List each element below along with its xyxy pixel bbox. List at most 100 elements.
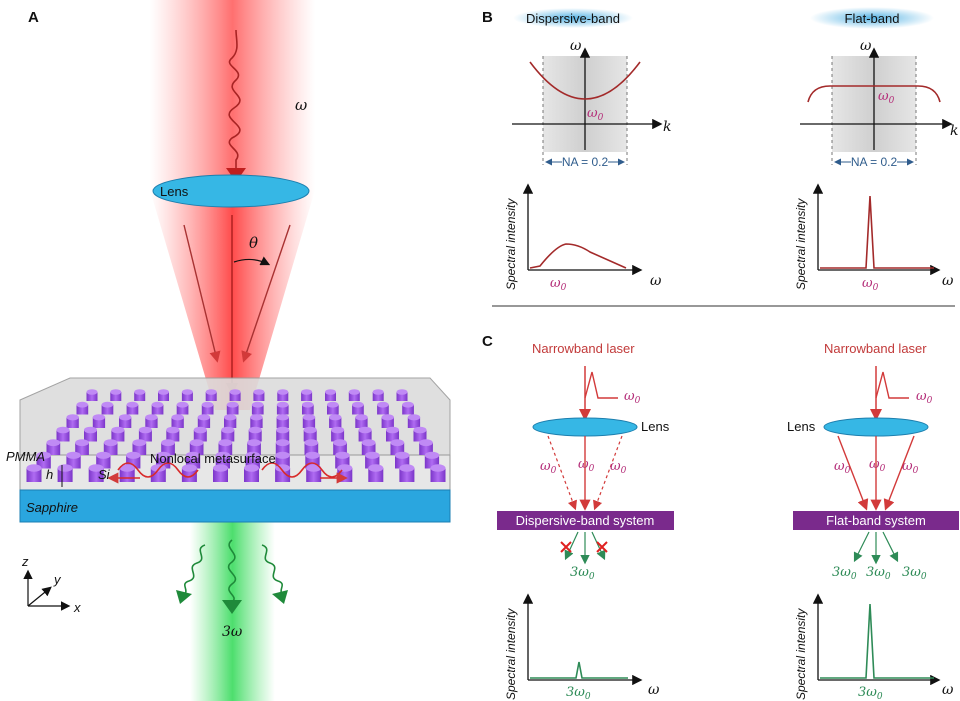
pillar-array (26, 389, 446, 482)
si-pillar (355, 417, 368, 428)
si-pillar (381, 417, 394, 428)
panel-c: C Narrowband laser ω0 Lens ω0 ω0 ω0 Disp… (482, 333, 959, 701)
si-pillar-top (365, 451, 380, 459)
si-pillar-top (399, 464, 415, 472)
si-pillar-top (193, 426, 207, 434)
spectrum-c-left-3omega0: 3ω0 (566, 685, 591, 701)
si-pillar (399, 468, 415, 482)
si-pillar-top (138, 426, 152, 434)
si-pillar-top (247, 439, 261, 447)
si-label: Si (98, 467, 111, 482)
lens-c-left (532, 417, 638, 437)
pmma-label: PMMA (6, 449, 45, 464)
si-pillar-top (189, 439, 204, 447)
si-pillar-top (132, 439, 147, 447)
si-pillar-top (386, 426, 399, 434)
si-pillar (171, 417, 184, 428)
lens-c-left-label: Lens (641, 419, 670, 434)
si-pillar-top (205, 389, 217, 395)
si-pillar (419, 442, 433, 455)
si-pillar (56, 430, 70, 442)
lens-c-right-label: Lens (787, 419, 816, 434)
out-c-right-r (882, 531, 899, 563)
si-pillar-top (303, 426, 317, 434)
si-pillar-top (419, 439, 433, 447)
si-pillar-top (66, 451, 81, 459)
si-pillar (84, 430, 97, 442)
si-pillar-top (229, 389, 241, 395)
si-pillar-top (92, 414, 106, 421)
si-pillar-top (221, 426, 235, 434)
si-pillar-top (304, 439, 319, 447)
si-pillar-top (372, 389, 384, 395)
si-pillar (134, 392, 146, 401)
si-pillar-top (275, 439, 290, 447)
si-pillar (396, 392, 408, 401)
spectrum-c-right-xlabel: ω (942, 682, 954, 698)
spectrum-b-left-ylabel: Spectral intensity (504, 198, 518, 290)
si-pillar (413, 430, 427, 442)
si-pillar (166, 430, 180, 442)
dispersive-title: Dispersive-band (526, 11, 620, 26)
si-pillar (119, 417, 132, 428)
laser-left-label: Narrowband laser (532, 341, 635, 356)
si-pillar (213, 468, 228, 482)
flat-band-curve (807, 85, 941, 103)
si-pillar-top (156, 451, 171, 459)
si-pillar-top (26, 464, 42, 472)
panel-a: A ω Lens θ Nonlocal metasurface PMMA (6, 0, 451, 701)
si-pillar (430, 468, 446, 482)
si-pillar-top (361, 439, 376, 447)
si-pillar (145, 417, 158, 428)
si-pillar-top (335, 451, 350, 459)
flat-title: Flat-band (845, 11, 900, 26)
si-pillar-top (56, 426, 70, 434)
spectrum-b-left-curve (529, 243, 627, 269)
si-pillar-top (88, 464, 104, 472)
si-pillar-top (57, 464, 73, 472)
si-pillar-top (402, 401, 414, 408)
si-pillar (248, 430, 262, 442)
si-pillar-top (302, 414, 316, 421)
spectrum-c-left-xlabel: ω (648, 682, 660, 698)
si-pillar-top (251, 401, 264, 408)
si-pillar-top (352, 401, 364, 408)
si-pillar-top (218, 439, 233, 447)
three-omega-label: 3ω (222, 624, 243, 640)
si-pillar-top (413, 426, 427, 434)
si-pillar (150, 468, 166, 482)
si-pillar-top (119, 464, 135, 472)
out-c-left-l (564, 531, 579, 561)
si-pillar (76, 404, 89, 415)
spectrum-c-right-curve (820, 603, 934, 679)
na-label-bg-left (562, 155, 608, 168)
si-pillar (251, 404, 264, 415)
panel-b: B Dispersive-band Flat-band ω k ω0 NA = … (482, 7, 958, 293)
dispersive-band-curve (529, 61, 641, 100)
ray-c-right-l (837, 435, 869, 511)
block-x-right (596, 541, 608, 553)
harmonic-arrow-right (272, 590, 288, 604)
si-pillar-top (301, 389, 313, 395)
na-label-left: NA = 0.2 (562, 155, 609, 169)
si-pillar-top (66, 414, 79, 421)
omega0-right: ω0 (878, 89, 895, 106)
si-pillar-top (86, 389, 98, 395)
out-c-left-r (591, 531, 606, 561)
si-pillar-top (325, 389, 336, 395)
c-left-three-omega0: 3ω0 (570, 565, 595, 582)
k-axis-left-label: k (663, 119, 671, 135)
omega-label: ω (295, 96, 307, 114)
si-pillar (88, 468, 104, 482)
si-pillar-top (185, 451, 201, 459)
axis-x-label: x (73, 600, 81, 615)
si-pillar-top (46, 439, 61, 447)
si-pillar (358, 430, 372, 442)
laser-right-omega0: ω0 (916, 389, 933, 406)
si-pillar-top (75, 439, 89, 447)
si-pillar-top (161, 439, 175, 447)
si-pillar-top (348, 389, 360, 395)
harmonic-arrow-left (176, 590, 192, 604)
si-pillar-top (368, 464, 384, 472)
si-pillar (301, 392, 313, 401)
